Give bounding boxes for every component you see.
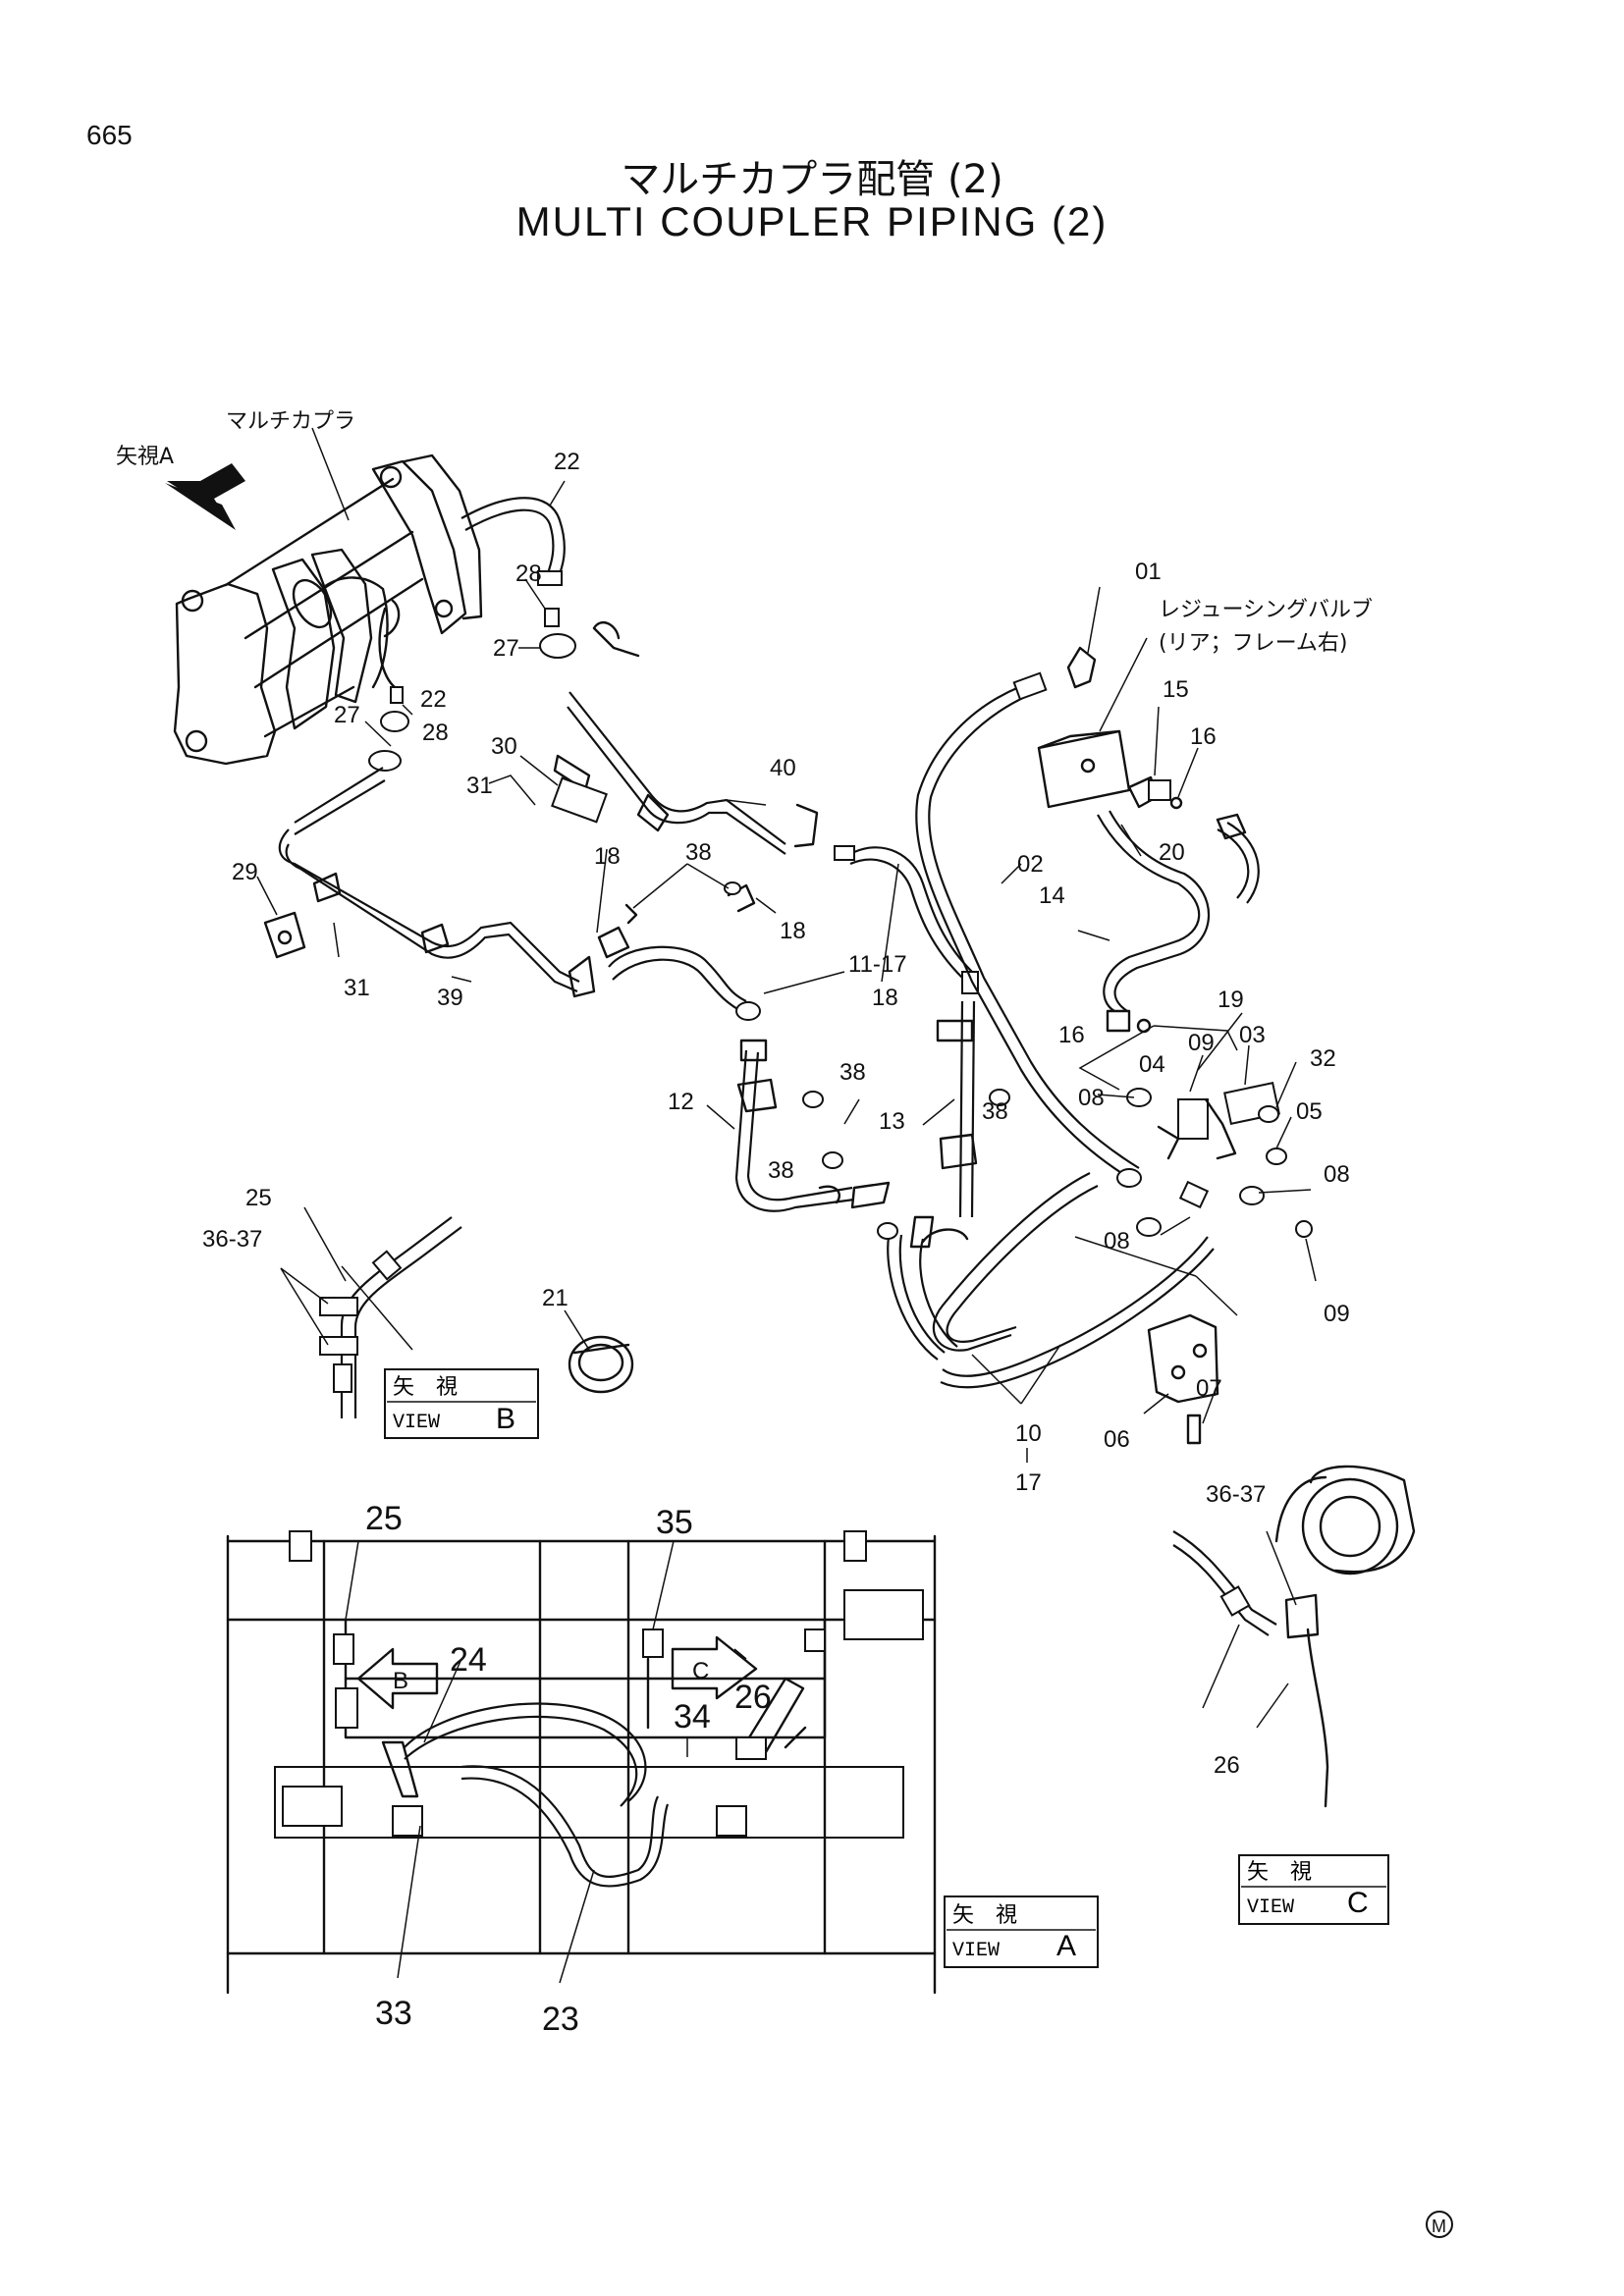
callout: 04 bbox=[1139, 1051, 1165, 1078]
svg-text:A: A bbox=[1056, 1930, 1076, 1962]
callout: 18 bbox=[872, 985, 898, 1011]
callout: 36-37 bbox=[1206, 1481, 1266, 1508]
callout: 38 bbox=[839, 1059, 866, 1086]
callout: 21 bbox=[542, 1285, 568, 1311]
callout: 31 bbox=[344, 975, 370, 1001]
pipes-39-40 bbox=[256, 691, 819, 998]
callout: 20 bbox=[1159, 839, 1185, 866]
callout: 10 bbox=[1015, 1420, 1042, 1447]
callout: 40 bbox=[770, 755, 796, 781]
label-reducing-valve: レジューシングバルブ bbox=[1159, 598, 1373, 622]
callout: 17 bbox=[1015, 1469, 1042, 1496]
view-a-box: 矢 視 VIEW A bbox=[944, 1896, 1099, 1968]
svg-text:B: B bbox=[496, 1403, 515, 1435]
callout: 15 bbox=[1163, 676, 1189, 703]
svg-text:VIEW: VIEW bbox=[952, 1940, 1000, 1962]
callout: 22 bbox=[554, 449, 580, 475]
callout: 32 bbox=[1310, 1045, 1336, 1072]
svg-text:VIEW: VIEW bbox=[393, 1412, 440, 1434]
callout: 14 bbox=[1039, 882, 1065, 909]
svg-text:矢 視: 矢 視 bbox=[1247, 1860, 1312, 1885]
callout: 35 bbox=[656, 1504, 693, 1541]
callout: 18 bbox=[780, 918, 806, 944]
callout: 36-37 bbox=[202, 1226, 262, 1253]
svg-text:M: M bbox=[1432, 2216, 1446, 2236]
callout: 08 bbox=[1324, 1161, 1350, 1188]
callout: 16 bbox=[1058, 1022, 1085, 1048]
callout: 28 bbox=[515, 561, 542, 587]
callout: 26 bbox=[734, 1679, 772, 1716]
callout: 39 bbox=[437, 985, 463, 1011]
callout: 06 bbox=[1104, 1426, 1130, 1453]
hose-22 bbox=[460, 480, 566, 586]
multi-coupler-drawing bbox=[165, 427, 483, 766]
hoses-12-13 bbox=[706, 1000, 1010, 1244]
hoses-10 bbox=[877, 1172, 1215, 1463]
callout: 18 bbox=[594, 843, 621, 870]
callout: 11-17 bbox=[848, 951, 907, 978]
callout: 34 bbox=[674, 1698, 711, 1735]
callout: 33 bbox=[375, 1995, 412, 2032]
callout: 22 bbox=[420, 686, 447, 713]
view-c-box: 矢 視 VIEW C bbox=[1238, 1854, 1389, 1925]
callout: 12 bbox=[668, 1089, 694, 1115]
callout: 02 bbox=[1017, 851, 1044, 878]
callout: 16 bbox=[1190, 723, 1217, 750]
reducing-valve-assembly bbox=[915, 586, 1260, 1179]
view-c-drawing bbox=[1172, 1465, 1416, 1808]
callout: 38 bbox=[768, 1157, 794, 1184]
view-b-drawing bbox=[280, 1206, 634, 1418]
svg-text:C: C bbox=[1347, 1887, 1369, 1919]
callout: 09 bbox=[1188, 1030, 1215, 1056]
callout: 09 bbox=[1324, 1301, 1350, 1327]
label-multi-coupler: マルチカプラ bbox=[226, 409, 355, 434]
manufacturer-mark: M bbox=[1426, 2211, 1453, 2238]
view-a-drawing: B C bbox=[226, 1530, 937, 1995]
callout: 19 bbox=[1218, 987, 1244, 1013]
callout: 26 bbox=[1214, 1752, 1240, 1779]
callout: 25 bbox=[365, 1500, 403, 1537]
page-number: 665 bbox=[86, 120, 133, 150]
callout: 30 bbox=[491, 733, 517, 760]
callout: 38 bbox=[982, 1098, 1008, 1125]
callout: 28 bbox=[422, 720, 449, 746]
callout: 27 bbox=[334, 702, 360, 728]
fittings-27-28 bbox=[364, 578, 640, 772]
svg-text:VIEW: VIEW bbox=[1247, 1896, 1294, 1919]
view-b-box: 矢 視 VIEW B bbox=[384, 1368, 539, 1439]
svg-text:矢 視: 矢 視 bbox=[393, 1375, 458, 1400]
callout: 13 bbox=[879, 1108, 905, 1135]
callout: 27 bbox=[493, 635, 519, 662]
callout: 03 bbox=[1239, 1022, 1266, 1048]
svg-text:C: C bbox=[692, 1658, 709, 1684]
valve-block-assembly bbox=[1074, 1012, 1317, 1445]
callout: 29 bbox=[232, 859, 258, 885]
callout: 01 bbox=[1135, 559, 1162, 585]
label-view-a-arrow: 矢視A bbox=[116, 445, 174, 469]
callout: 23 bbox=[542, 2001, 579, 2038]
clamps-18-38 bbox=[596, 848, 777, 959]
title-japanese: マルチカプラ配管 (2) bbox=[621, 157, 1003, 202]
callout: 07 bbox=[1196, 1375, 1222, 1402]
callout: 38 bbox=[685, 839, 712, 866]
svg-text:B: B bbox=[393, 1668, 408, 1694]
svg-text:矢 視: 矢 視 bbox=[952, 1903, 1017, 1928]
callout-labels: 22 28 27 22 28 27 30 31 29 31 39 18 38 1… bbox=[202, 449, 1350, 2038]
label-reducing-valve-location: (リア；フレーム右) bbox=[1159, 631, 1348, 656]
callout: 08 bbox=[1104, 1228, 1130, 1255]
hose-11-17 bbox=[608, 845, 979, 1021]
title-english: MULTI COUPLER PIPING (2) bbox=[515, 198, 1109, 244]
callout: 05 bbox=[1296, 1098, 1323, 1125]
callout: 08 bbox=[1078, 1085, 1105, 1111]
callout: 24 bbox=[450, 1641, 487, 1679]
callout: 25 bbox=[245, 1185, 272, 1211]
callout: 31 bbox=[466, 773, 493, 799]
